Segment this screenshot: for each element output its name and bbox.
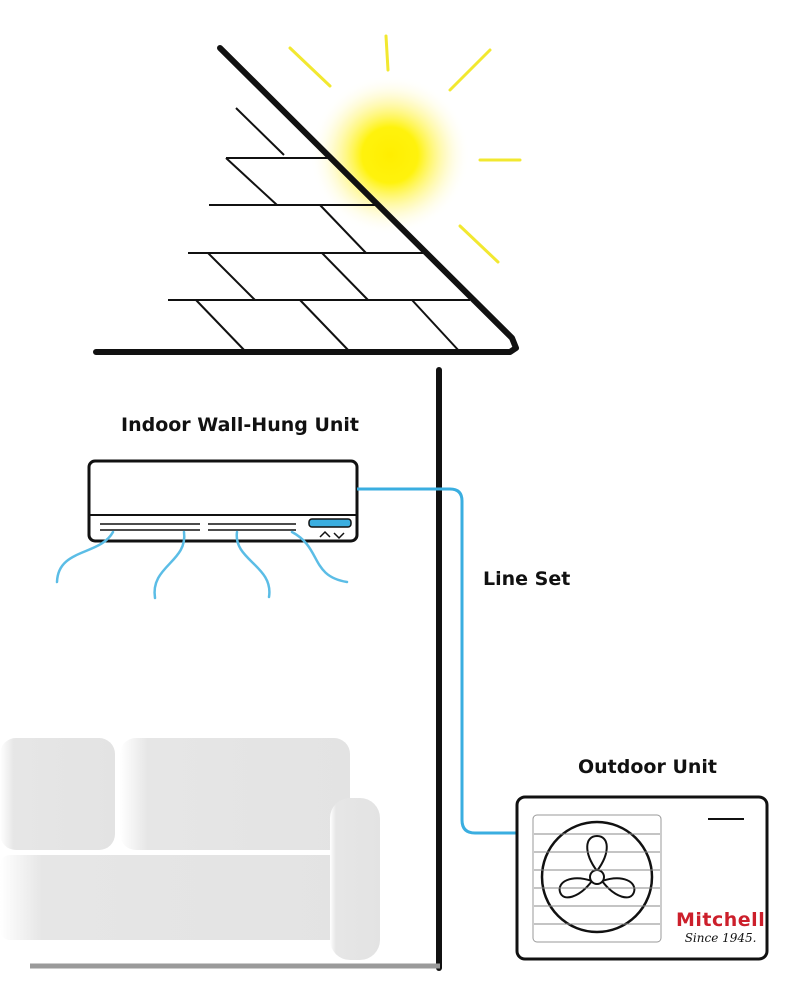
- line-set: [357, 487, 520, 835]
- line-set-label: Line Set: [483, 568, 571, 590]
- roof: [93, 45, 519, 355]
- outdoor-unit: [515, 795, 769, 961]
- sun-icon: [288, 34, 522, 264]
- chevron-up-icon: [319, 530, 331, 538]
- sun-rays: [288, 34, 522, 264]
- indoor-unit-vents: [100, 523, 296, 531]
- indoor-unit: [87, 459, 359, 543]
- roof-outline: [93, 45, 519, 355]
- sofa: [0, 738, 380, 960]
- indoor-unit-label: Indoor Wall-Hung Unit: [121, 414, 360, 436]
- chevron-down-icon: [333, 532, 345, 540]
- indoor-unit-display: [308, 518, 352, 528]
- outdoor-unit-label: Outdoor Unit: [578, 756, 718, 778]
- fan-grille-lines: [534, 833, 660, 925]
- roof-shingles: [168, 107, 470, 353]
- airflow-waves: [55, 530, 349, 600]
- brand-name: Mitchell: [676, 909, 766, 931]
- brand-tagline: Since 1945.: [684, 931, 757, 945]
- brand-logo: Mitchell Since 1945.: [676, 909, 766, 946]
